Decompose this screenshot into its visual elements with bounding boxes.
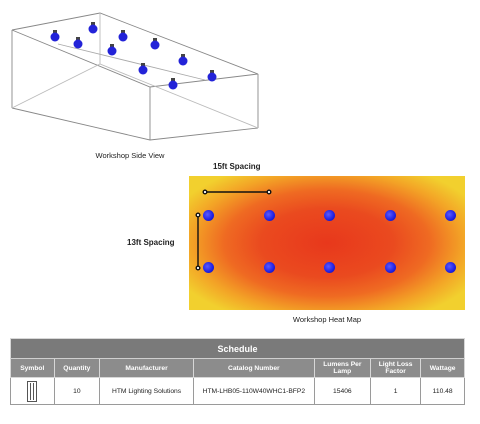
fixture-icon — [118, 30, 128, 42]
catalog-number-cell: HTM-LHB05-110W40WHC1-BFP2 — [192, 377, 315, 405]
column-header-manufacturer: Manufacturer — [99, 358, 194, 378]
column-header-catalog-number: Catalog Number — [192, 358, 315, 378]
lamp-marker — [324, 262, 335, 273]
schedule-table: Schedule Symbol Quantity Manufacturer Ca… — [10, 338, 465, 405]
fixture-icon — [150, 38, 160, 50]
column-header-symbol: Symbol — [10, 358, 55, 378]
fixture-icon — [50, 30, 60, 42]
fixture-icon — [168, 78, 178, 90]
side-view-caption: Workshop Side View — [95, 151, 165, 160]
heat-map-caption: Workshop Heat Map — [292, 315, 362, 324]
lamp-marker — [445, 262, 456, 273]
lamp-marker — [324, 210, 335, 221]
vertical-spacing-label: 13ft Spacing — [127, 238, 175, 247]
column-header-light-loss-factor: Light Loss Factor — [369, 358, 422, 378]
fixture-icon — [207, 70, 217, 82]
lamp-marker — [264, 210, 275, 221]
symbol-cell — [10, 377, 55, 405]
column-header-lumens-per-lamp: Lumens Per Lamp — [313, 358, 371, 378]
table-row: 10 HTM Lighting Solutions HTM-LHB05-110W… — [10, 377, 465, 405]
fixture-symbol-icon — [27, 380, 38, 402]
quantity-cell: 10 — [53, 377, 101, 405]
horizontal-spacing-label: 15ft Spacing — [213, 162, 261, 171]
workshop-side-view — [11, 12, 259, 141]
lumens-cell: 15406 — [313, 377, 371, 405]
fixture-icon — [178, 54, 188, 66]
lamp-marker — [385, 262, 396, 273]
light-loss-factor-cell: 1 — [369, 377, 422, 405]
column-header-quantity: Quantity — [53, 358, 101, 378]
manufacturer-cell: HTM Lighting Solutions — [99, 377, 194, 405]
lamp-marker — [385, 210, 396, 221]
lamp-marker — [264, 262, 275, 273]
ceiling-fixtures — [50, 22, 217, 90]
lamp-marker — [445, 210, 456, 221]
spacing-dimension-lines — [195, 189, 272, 271]
wattage-cell: 110.48 — [420, 377, 465, 405]
fixture-icon — [107, 44, 117, 56]
fixture-icon — [88, 22, 98, 34]
lamp-marker — [203, 262, 214, 273]
lamp-marker — [203, 210, 214, 221]
fixture-icon — [138, 63, 148, 75]
schedule-header-row: Symbol Quantity Manufacturer Catalog Num… — [10, 358, 465, 378]
fixture-icon — [73, 37, 83, 49]
workshop-heat-map — [189, 176, 465, 310]
column-header-wattage: Wattage — [420, 358, 465, 378]
schedule-title: Schedule — [10, 338, 465, 359]
